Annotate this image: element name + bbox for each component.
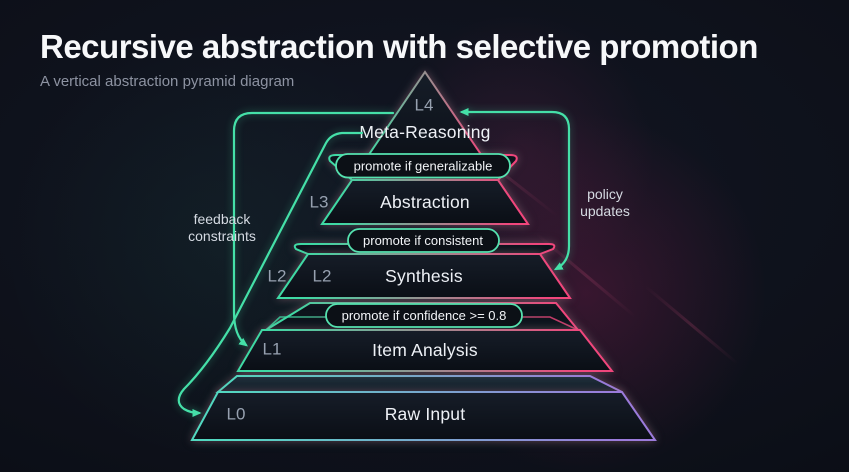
header: Recursive abstraction with selective pro…	[40, 28, 758, 90]
page-subtitle: A vertical abstraction pyramid diagram	[40, 72, 295, 90]
level-l1-face	[236, 329, 615, 372]
page-title: Recursive abstraction with selective pro…	[40, 28, 758, 65]
level-code-l0: L0	[227, 405, 246, 424]
level-title-l2: Synthesis	[385, 266, 463, 286]
policy-label-line1: policy	[587, 186, 623, 202]
feedback-label-line2: constraints	[188, 228, 256, 244]
policy-arrow-l2-to-l4	[459, 108, 571, 271]
level-labels: L4 Meta-Reasoning L3 Abstraction L2 L2 S…	[227, 96, 491, 425]
side-annotations: feedback constraints policy updates	[188, 186, 630, 244]
feedback-arrow-l4-to-l0	[177, 131, 364, 417]
level-code-l2-outer: L2	[268, 267, 287, 286]
policy-label-line2: updates	[580, 203, 630, 219]
flow-arrows	[177, 108, 571, 417]
level-code-l2: L2	[313, 267, 332, 286]
feedback-label-line1: feedback	[194, 211, 252, 227]
level-title-l1: Item Analysis	[372, 340, 478, 360]
level-code-l3: L3	[310, 193, 329, 212]
promotion-pill-3-label: promote if confidence >= 0.8	[342, 308, 507, 323]
level-title-l3: Abstraction	[380, 192, 470, 212]
promotion-pill-1-label: promote if generalizable	[354, 159, 493, 174]
feedback-arrow-l4-to-l1	[232, 111, 395, 347]
promotion-pill-2-label: promote if consistent	[363, 233, 483, 248]
level-title-l0: Raw Input	[385, 404, 466, 424]
level-l0-face	[190, 391, 657, 441]
promotion-pill-3	[325, 303, 523, 328]
level-title-l4: Meta-Reasoning	[359, 122, 490, 142]
rim-l0	[215, 375, 623, 393]
level-code-l4: L4	[415, 96, 434, 115]
level-code-l1: L1	[263, 340, 282, 359]
